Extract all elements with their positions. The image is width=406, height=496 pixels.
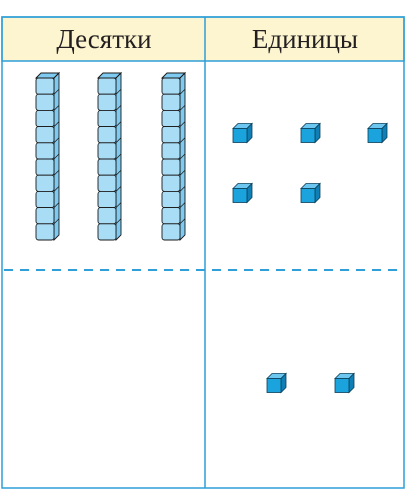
ten-rod-unit (35, 223, 55, 241)
ten-rod-unit (97, 190, 117, 209)
ten-rod-unit (97, 142, 117, 160)
ten-rod-unit (161, 109, 181, 128)
ten-rod-unit (97, 223, 117, 241)
ten-rod-unit (35, 174, 55, 192)
ones-area-top (232, 122, 388, 204)
unit-cube (334, 372, 355, 394)
ten-rod-unit (161, 223, 181, 241)
ten-rod-unit (161, 77, 181, 95)
ones-area-bottom (266, 372, 355, 394)
ten-rod-unit (35, 126, 55, 144)
ten-rod-unit (35, 190, 55, 209)
ten-rod-unit (35, 207, 55, 225)
header-ones: Единицы (252, 24, 358, 54)
header-row (1, 16, 405, 62)
unit-cube (266, 372, 287, 394)
chart-frame (1, 16, 405, 489)
header-tens: Десятки (56, 24, 151, 54)
unit-cube (232, 122, 253, 144)
ten-rod-unit (97, 93, 117, 111)
ten-rod-unit (35, 142, 55, 160)
unit-cube (300, 182, 321, 204)
ten-rod-unit (35, 77, 55, 95)
ten-rod-unit (161, 158, 181, 176)
ten-rod-unit (35, 158, 55, 176)
ten-rod-unit (35, 109, 55, 128)
ten-rod-unit (97, 174, 117, 192)
tens-area-top (34, 71, 187, 242)
ten-rod (96, 71, 123, 242)
ten-rod-unit (161, 190, 181, 209)
ten-rod-unit (97, 109, 117, 128)
ten-rod-unit (161, 142, 181, 160)
ten-rod-unit (97, 158, 117, 176)
ten-rod-unit (97, 207, 117, 225)
ten-rod-unit (161, 174, 181, 192)
ten-rod-unit (161, 93, 181, 111)
unit-cube (300, 122, 321, 144)
unit-cube (367, 122, 388, 144)
ten-rod-unit (35, 93, 55, 111)
ten-rod-unit (97, 77, 117, 95)
ten-rod-unit (161, 126, 181, 144)
ten-rod (160, 71, 187, 242)
unit-cube (232, 182, 253, 204)
ten-rod-unit (161, 207, 181, 225)
ten-rod-unit (97, 126, 117, 144)
ten-rod (34, 71, 61, 242)
